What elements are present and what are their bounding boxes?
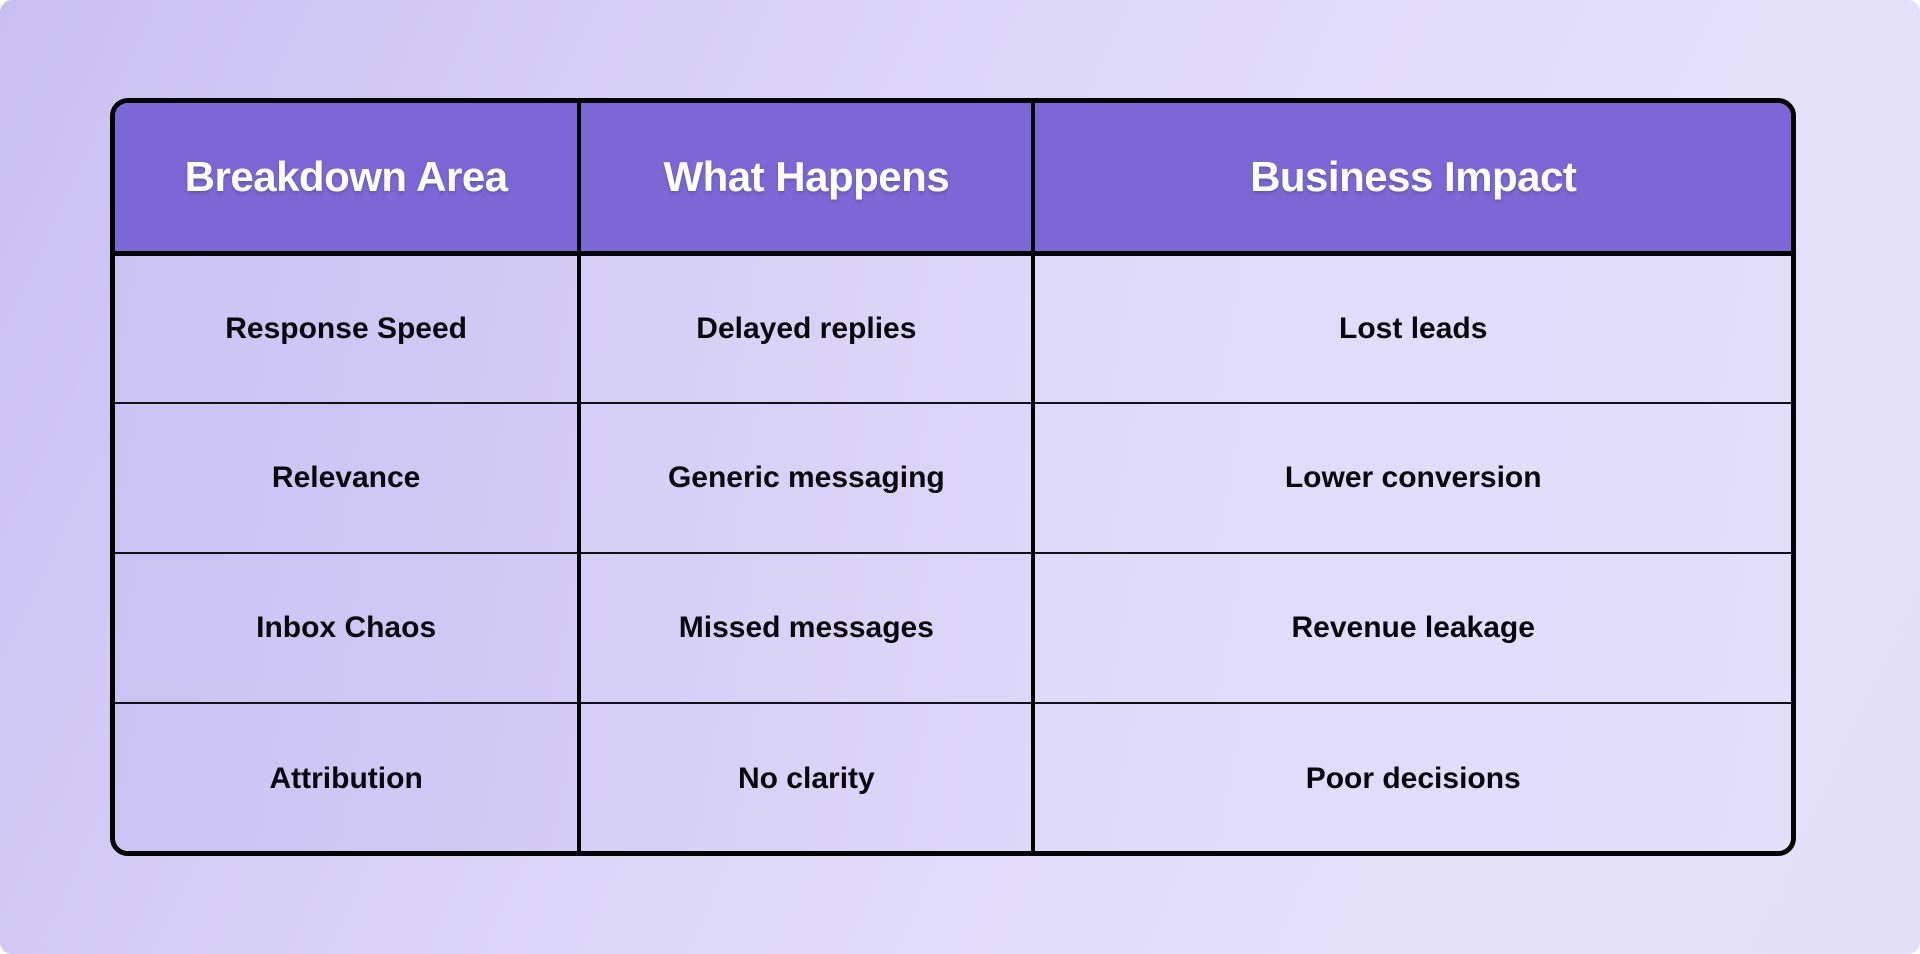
- cell-what-happens: No clarity: [579, 703, 1036, 851]
- cell-text: Response Speed: [225, 311, 467, 345]
- cell-business-impact: Poor decisions: [1033, 703, 1791, 851]
- cell-text: Inbox Chaos: [256, 611, 437, 644]
- cell-business-impact: Lost leads: [1033, 253, 1791, 404]
- table-body: Response Speed Delayed replies Lost lead…: [115, 253, 1791, 851]
- cell-breakdown-area: Relevance: [115, 403, 582, 554]
- cell-breakdown-area: Inbox Chaos: [115, 553, 582, 704]
- cell-text: No clarity: [737, 761, 875, 795]
- cell-text: Attribution: [269, 761, 423, 795]
- cell-text: Relevance: [271, 461, 421, 494]
- cell-breakdown-area: Attribution: [115, 703, 582, 851]
- table-row: Attribution No clarity Poor decisions: [115, 703, 1791, 851]
- cell-breakdown-area: Response Speed: [115, 253, 582, 404]
- cell-what-happens: Delayed replies: [579, 253, 1036, 404]
- breakdown-table-card: Breakdown Area What Happens Business Imp…: [110, 98, 1796, 856]
- cell-text: Delayed replies: [696, 311, 917, 345]
- cell-text: Lost leads: [1339, 311, 1488, 345]
- column-header-what-happens: What Happens: [579, 103, 1036, 256]
- cell-what-happens: Generic messaging: [579, 403, 1036, 554]
- column-header-business-impact: Business Impact: [1033, 103, 1791, 256]
- table-row: Response Speed Delayed replies Lost lead…: [115, 253, 1791, 404]
- cell-text: Missed messages: [678, 611, 934, 644]
- cell-text: Revenue leakage: [1291, 611, 1535, 644]
- table-header: Breakdown Area What Happens Business Imp…: [115, 103, 1791, 256]
- table-row: Relevance Generic messaging Lower conver…: [115, 403, 1791, 554]
- column-header-breakdown-area: Breakdown Area: [115, 103, 582, 256]
- cell-text: Lower conversion: [1284, 461, 1542, 494]
- cell-business-impact: Revenue leakage: [1033, 553, 1791, 704]
- cell-what-happens: Missed messages: [579, 553, 1036, 704]
- table-header-row: Breakdown Area What Happens Business Imp…: [115, 103, 1791, 256]
- breakdown-table: Breakdown Area What Happens Business Imp…: [115, 103, 1791, 851]
- cell-text: Generic messaging: [667, 461, 945, 494]
- cell-business-impact: Lower conversion: [1033, 403, 1791, 554]
- table-row: Inbox Chaos Missed messages Revenue leak…: [115, 553, 1791, 704]
- cell-text: Poor decisions: [1305, 761, 1521, 795]
